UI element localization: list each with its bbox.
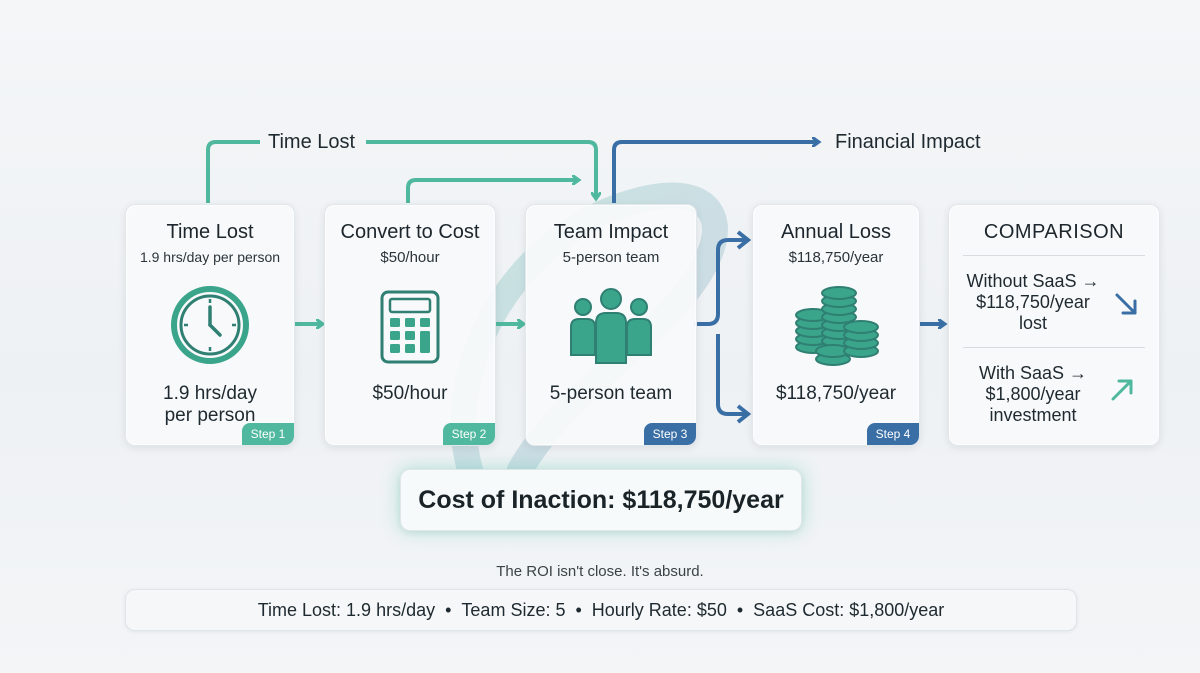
without-line2: $118,750/year <box>976 292 1090 312</box>
assumptions-summary-bar: Time Lost: 1.9 hrs/day • Team Size: 5 • … <box>125 589 1077 631</box>
card-title: Convert to Cost <box>340 221 480 243</box>
divider <box>963 255 1145 256</box>
with-line3: investment <box>989 405 1077 425</box>
comparison-with-saas: With SaaS → $1,800/year investment <box>963 363 1103 426</box>
card-value: $50/hour <box>325 383 495 405</box>
step-badge: Step 3 <box>644 423 696 445</box>
card-value-line2: per person <box>164 405 256 426</box>
without-line1: Without SaaS → <box>966 271 1100 291</box>
summary-saas-cost: SaaS Cost: $1,800/year <box>753 599 945 620</box>
divider <box>963 347 1145 348</box>
step3-card-team-impact: Team Impact 5-person team 5-person team … <box>525 204 697 446</box>
card-subtitle: $50/hour <box>380 249 440 266</box>
card-value-line1: $118,750/year <box>775 383 897 404</box>
time-lost-loop-arrow <box>206 140 596 203</box>
card-subtitle: 1.9 hrs/day per person <box>139 249 281 265</box>
card-value-line1: 1.9 hrs/day <box>163 383 257 404</box>
with-line1: With SaaS → <box>978 363 1088 383</box>
card-value-line1: $50/hour <box>372 383 448 404</box>
separator: • <box>575 599 582 620</box>
card-value: 5-person team <box>526 383 696 405</box>
cost-to-team-arrow <box>406 180 578 203</box>
separator: • <box>736 599 744 620</box>
card-title: Annual Loss <box>780 221 892 243</box>
card-value: $118,750/year <box>753 383 919 405</box>
without-line3: lost <box>1018 313 1047 333</box>
with-line2: $1,800/year <box>985 384 1081 404</box>
team-icon <box>565 285 657 372</box>
step-badge: Step 1 <box>242 423 294 445</box>
step2-card-convert-to-cost: Convert to Cost $50/hour $50/hour Step 2 <box>324 204 496 446</box>
calculator-icon <box>379 289 441 370</box>
bracket-arrowhead-top <box>736 230 752 250</box>
card-subtitle: $118,750/year <box>788 249 884 266</box>
cost-of-inaction-box: Cost of Inaction: $118,750/year <box>400 469 802 531</box>
card-value-line1: 5-person team <box>549 383 673 404</box>
separator: • <box>445 599 452 620</box>
summary-team-size: Team Size: 5 <box>461 599 566 620</box>
trend-down-icon <box>1113 291 1141 324</box>
summary-time-lost: Time Lost: 1.9 hrs/day <box>257 599 436 620</box>
summary-hourly-rate: Hourly Rate: $50 <box>591 599 727 620</box>
bracket-arrowhead-bottom <box>736 404 752 424</box>
step1-card-time-lost: Time Lost 1.9 hrs/day per person 1.9 hrs… <box>125 204 295 446</box>
financial-impact-arrow <box>612 142 818 203</box>
card-title: Time Lost <box>166 221 254 243</box>
step-badge: Step 2 <box>443 423 495 445</box>
comparison-card: COMPARISON Without SaaS → $118,750/year … <box>948 204 1160 446</box>
tagline: The ROI isn't close. It's absurd. <box>496 563 704 580</box>
clock-icon <box>168 283 252 372</box>
step-badge: Step 4 <box>867 423 919 445</box>
flow-label-financial-impact: Financial Impact <box>835 131 981 153</box>
card-title: Team Impact <box>553 221 669 243</box>
comparison-without-saas: Without SaaS → $118,750/year lost <box>963 271 1103 334</box>
comparison-title: COMPARISON <box>983 221 1125 243</box>
step4-card-annual-loss: Annual Loss $118,750/year $118,750/year … <box>752 204 920 446</box>
trend-up-icon <box>1109 375 1137 408</box>
card-value: 1.9 hrs/day per person <box>126 383 294 427</box>
flow-label-time-lost: Time Lost <box>268 131 356 153</box>
team-to-annual-bracket <box>694 238 746 416</box>
card-subtitle: 5-person team <box>562 249 660 266</box>
coins-icon <box>791 285 881 374</box>
